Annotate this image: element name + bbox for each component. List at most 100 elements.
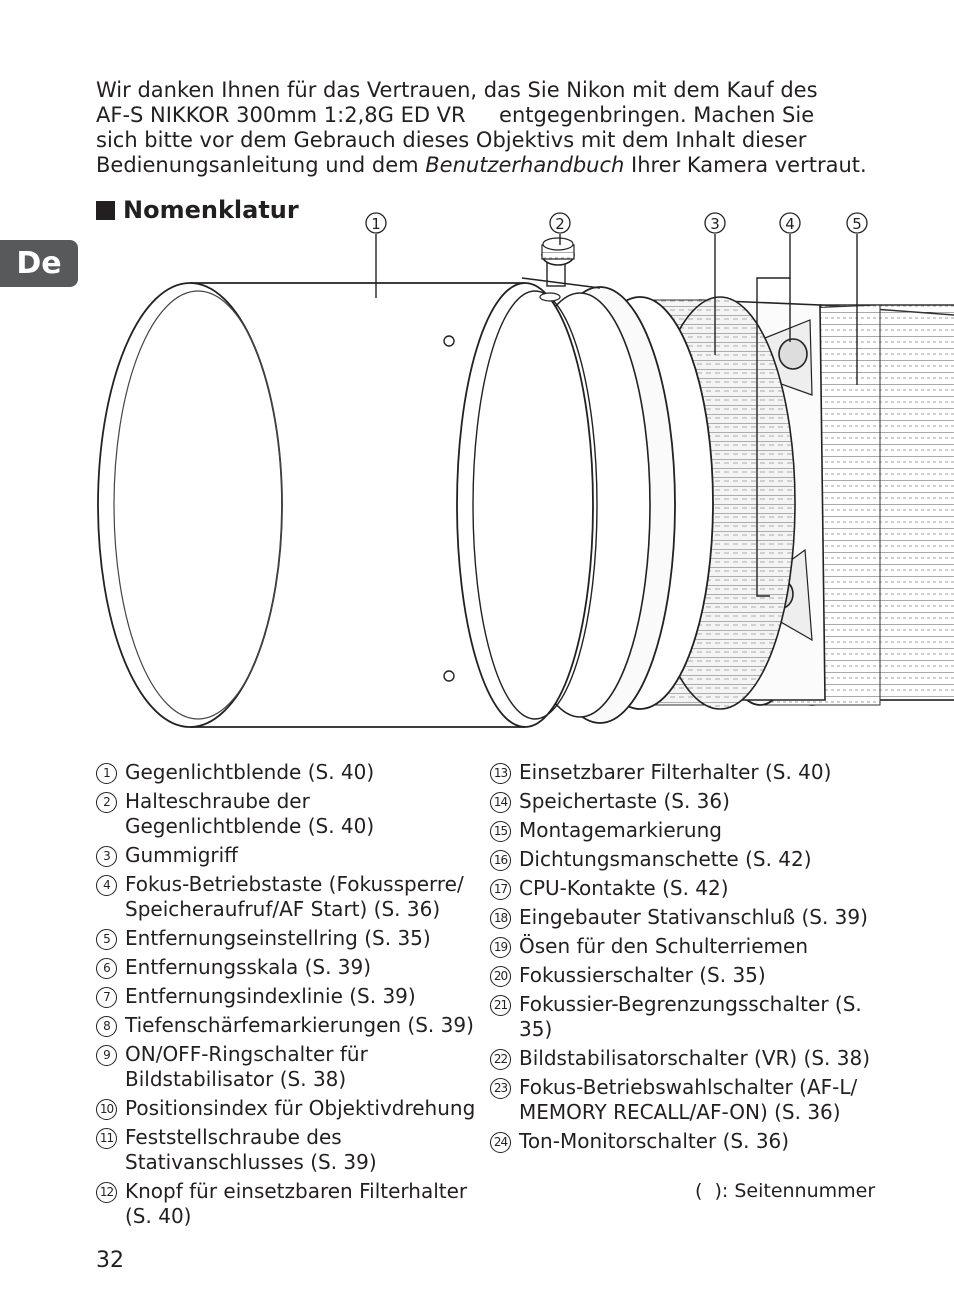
item-text: Knopf für einsetzbaren Filterhalter (S. … bbox=[125, 1179, 468, 1228]
list-item: 5 Entfernungseinstellring (S. 35) bbox=[96, 926, 481, 951]
list-item: 11 Feststellschraube des Stativanschlusse… bbox=[96, 1125, 481, 1175]
item-text: Einsetzbarer Filterhalter (S. 40) bbox=[519, 760, 832, 784]
list-item: 1 Gegenlichtblende (S. 40) bbox=[96, 760, 481, 785]
list-item: 17 CPU-Kontakte (S. 42) bbox=[490, 876, 890, 901]
item-text: Speichertaste (S. 36) bbox=[519, 789, 730, 813]
intro-paragraph: Wir danken Ihnen für das Vertrauen, das … bbox=[96, 78, 896, 178]
callout-label: 2 bbox=[555, 215, 565, 233]
list-item: 23 Fokus-Betriebswahlschalter (AF-L/ MEMO… bbox=[490, 1075, 890, 1125]
list-item: 21 Fokussier-Begrenzungsschalter (S. 35) bbox=[490, 992, 890, 1042]
list-item: 8 Tiefenschärfemarkierungen (S. 39) bbox=[96, 1013, 481, 1038]
language-tab-label: De bbox=[16, 246, 62, 281]
list-item: 4 Fokus-Betriebstaste (Fokussperre/ Speic… bbox=[96, 872, 481, 922]
list-item: 14 Speichertaste (S. 36) bbox=[490, 789, 890, 814]
parts-list-left: 1 Gegenlichtblende (S. 40) 2 Halteschraube… bbox=[96, 760, 481, 1233]
item-text: Fokussierschalter (S. 35) bbox=[519, 963, 766, 987]
item-number: 23 bbox=[490, 1078, 511, 1099]
item-number: 9 bbox=[96, 1045, 117, 1066]
item-text: ON/OFF-Ringschalter für Bildstabilisator… bbox=[125, 1042, 368, 1091]
parts-list-right: 13 Einsetzbarer Filterhalter (S. 40) 14 Sp… bbox=[490, 760, 890, 1158]
item-number: 3 bbox=[96, 846, 117, 867]
intro-text: Bedienungsanleitung und dem bbox=[96, 153, 426, 177]
item-number: 10 bbox=[96, 1099, 117, 1120]
item-text: Ton-Monitorschalter (S. 36) bbox=[519, 1129, 790, 1153]
list-item: 20 Fokussierschalter (S. 35) bbox=[490, 963, 890, 988]
callout-label: 3 bbox=[710, 215, 720, 233]
callout-marker: 1 bbox=[365, 212, 387, 234]
item-number: 16 bbox=[490, 850, 511, 871]
item-text: Bildstabilisatorschalter (VR) (S. 38) bbox=[519, 1046, 871, 1070]
list-item: 10 Positionsindex für Objektivdrehung bbox=[96, 1096, 481, 1121]
list-item: 22 Bildstabilisatorschalter (VR) (S. 38) bbox=[490, 1046, 890, 1071]
callout-marker: 5 bbox=[846, 212, 868, 234]
item-text: Feststellschraube des Stativanschlusses … bbox=[125, 1125, 377, 1174]
callout-label: 1 bbox=[371, 215, 381, 233]
manual-title: Benutzerhandbuch bbox=[425, 153, 625, 177]
item-number: 8 bbox=[96, 1016, 117, 1037]
item-text: Dichtungsmanschette (S. 42) bbox=[519, 847, 812, 871]
square-bullet-icon bbox=[96, 200, 115, 220]
list-item: 24 Ton-Monitorschalter (S. 36) bbox=[490, 1129, 890, 1154]
callout-marker: 4 bbox=[779, 212, 801, 234]
callout-lines bbox=[375, 234, 858, 597]
item-number: 12 bbox=[96, 1182, 117, 1203]
list-item: 16 Dichtungsmanschette (S. 42) bbox=[490, 847, 890, 872]
intro-line: AF-S NIKKOR 300mm 1:2,8G ED VR entgegenb… bbox=[96, 103, 815, 127]
page-number: 32 bbox=[96, 1248, 124, 1273]
callout-marker: 2 bbox=[549, 212, 571, 234]
item-number: 2 bbox=[96, 792, 117, 813]
list-item: 2 Halteschraube der Gegenlichtblende (S. … bbox=[96, 789, 481, 839]
item-text: Halteschraube der Gegenlichtblende (S. 4… bbox=[125, 789, 375, 838]
list-item: 7 Entfernungsindexlinie (S. 39) bbox=[96, 984, 481, 1009]
item-text: CPU-Kontakte (S. 42) bbox=[519, 876, 729, 900]
item-number: 22 bbox=[490, 1049, 511, 1070]
item-number: 13 bbox=[490, 763, 511, 784]
item-text: Entfernungsindexlinie (S. 39) bbox=[125, 984, 416, 1008]
item-text: Entfernungseinstellring (S. 35) bbox=[125, 926, 431, 950]
item-text: Fokus-Betriebswahlschalter (AF-L/ MEMORY… bbox=[519, 1075, 858, 1124]
item-number: 7 bbox=[96, 987, 117, 1008]
callout-marker: 3 bbox=[704, 212, 726, 234]
item-text: Eingebauter Stativanschluß (S. 39) bbox=[519, 905, 868, 929]
callout-label: 4 bbox=[785, 215, 795, 233]
item-number: 18 bbox=[490, 908, 511, 929]
lens-illustration: 1 2 3 4 5 bbox=[97, 212, 954, 728]
item-number: 15 bbox=[490, 821, 511, 842]
lens-hood bbox=[97, 282, 598, 728]
hood-screw-knob bbox=[521, 237, 601, 302]
list-item: 18 Eingebauter Stativanschluß (S. 39) bbox=[490, 905, 890, 930]
section-title: Nomenklatur bbox=[123, 196, 299, 224]
item-text: Fokussier-Begrenzungsschalter (S. 35) bbox=[519, 992, 862, 1041]
list-item: 19 Ösen für den Schulterriemen bbox=[490, 934, 890, 959]
list-item: 13 Einsetzbarer Filterhalter (S. 40) bbox=[490, 760, 890, 785]
item-number: 21 bbox=[490, 995, 511, 1016]
list-item: 12 Knopf für einsetzbaren Filterhalter (S… bbox=[96, 1179, 481, 1229]
item-text: Gummigriff bbox=[125, 843, 238, 867]
callout-label: 5 bbox=[852, 215, 862, 233]
item-text: Tiefenschärfemarkierungen (S. 39) bbox=[125, 1013, 474, 1037]
item-number: 4 bbox=[96, 875, 117, 896]
item-number: 11 bbox=[96, 1128, 117, 1149]
language-tab: De bbox=[0, 240, 78, 287]
intro-line: sich bitte vor dem Gebrauch dieses Objek… bbox=[96, 128, 807, 152]
item-number: 24 bbox=[490, 1132, 511, 1153]
page-reference-legend: ( ): Seitennummer bbox=[695, 1180, 876, 1202]
item-text: Fokus-Betriebstaste (Fokussperre/ Speich… bbox=[125, 872, 464, 921]
section-heading: Nomenklatur bbox=[96, 196, 299, 224]
item-number: 1 bbox=[96, 763, 117, 784]
item-number: 17 bbox=[490, 879, 511, 900]
item-text: Entfernungsskala (S. 39) bbox=[125, 955, 372, 979]
list-item: 9 ON/OFF-Ringschalter für Bildstabilisato… bbox=[96, 1042, 481, 1092]
item-text: Montagemarkierung bbox=[519, 818, 722, 842]
item-text: Positionsindex für Objektivdrehung bbox=[125, 1096, 476, 1120]
item-number: 14 bbox=[490, 792, 511, 813]
list-item: 3 Gummigriff bbox=[96, 843, 481, 868]
intro-line: Bedienungsanleitung und dem Benutzerhand… bbox=[96, 153, 896, 178]
list-item: 15 Montagemarkierung bbox=[490, 818, 890, 843]
item-text: Gegenlichtblende (S. 40) bbox=[125, 760, 375, 784]
item-text: Ösen für den Schulterriemen bbox=[519, 934, 808, 958]
item-number: 20 bbox=[490, 966, 511, 987]
item-number: 19 bbox=[490, 937, 511, 958]
item-number: 5 bbox=[96, 929, 117, 950]
